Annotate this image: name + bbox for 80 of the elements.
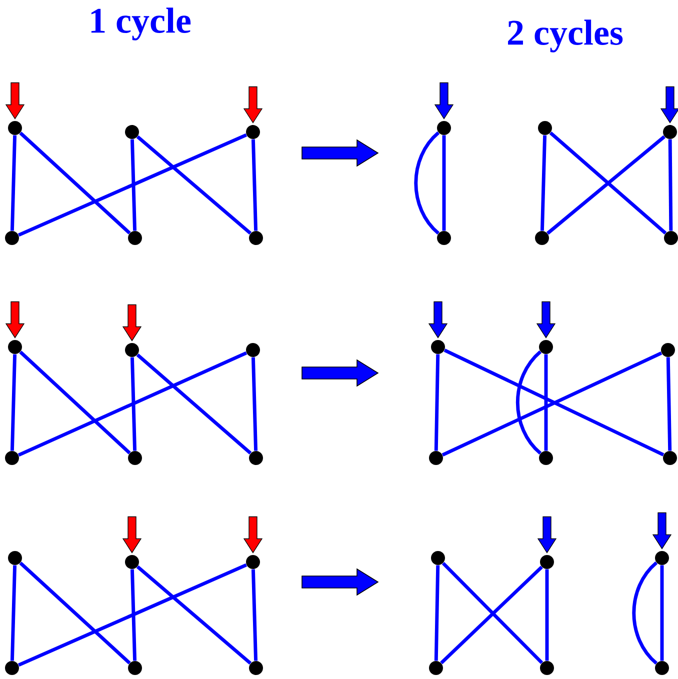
- graph-edge: [18, 133, 248, 237]
- pointer-arrow: [536, 301, 556, 338]
- dot: [5, 451, 19, 465]
- dot: [249, 661, 263, 675]
- graph-edge: [666, 357, 672, 451]
- graph-edge: [668, 139, 673, 231]
- graph-edge: [251, 569, 258, 661]
- graph-edge: [130, 357, 137, 451]
- graph-edge: [130, 139, 137, 231]
- graph-edge: [136, 353, 252, 455]
- pointer-arrow: [243, 86, 263, 124]
- graph-edge: [130, 569, 137, 661]
- graph-edge: [434, 354, 440, 451]
- graph-edge: [18, 563, 248, 667]
- dot: [8, 340, 22, 354]
- graph-edge: [136, 135, 252, 235]
- dot: [128, 661, 142, 675]
- dot: [535, 231, 549, 245]
- graph-edge: [540, 135, 547, 231]
- dot: [249, 451, 263, 465]
- pointer-arrow: [122, 304, 142, 342]
- dot: [5, 231, 19, 245]
- pointer-arrow: [537, 516, 557, 554]
- dot: [246, 125, 260, 139]
- pointer-arrow: [434, 82, 454, 120]
- pointer-arrow: [122, 516, 142, 554]
- dot: [125, 555, 139, 569]
- graph-edge: [19, 132, 131, 234]
- dot: [539, 340, 553, 354]
- dot: [437, 231, 451, 245]
- heading: 2 cycles: [508, 20, 623, 52]
- graph-edge: [10, 354, 17, 451]
- dot: [5, 661, 19, 675]
- pointer-arrow: [652, 512, 672, 550]
- dot: [663, 451, 677, 465]
- dot: [125, 125, 139, 139]
- pointer-arrow: [660, 86, 678, 124]
- dot: [8, 551, 22, 565]
- dot: [540, 661, 554, 675]
- dot: [655, 551, 669, 565]
- dot: [539, 451, 553, 465]
- graph-edge: [10, 565, 17, 661]
- dot: [128, 451, 142, 465]
- graph-edge: [251, 357, 258, 451]
- dot: [125, 343, 139, 357]
- dot: [664, 231, 678, 245]
- graph-edge: [19, 350, 131, 454]
- dot: [249, 231, 263, 245]
- pointer-arrow: [428, 301, 448, 338]
- pointer-arrow: [243, 516, 263, 554]
- graph-edge: [251, 139, 258, 231]
- dot: [655, 661, 669, 675]
- graph-edge: [632, 561, 658, 665]
- dot: [128, 231, 142, 245]
- dot: [429, 661, 443, 675]
- graph-edge: [434, 565, 440, 661]
- graph-edge: [545, 569, 549, 661]
- graph-edge: [136, 565, 252, 665]
- graph-edge: [18, 351, 248, 457]
- graph-edge: [19, 562, 131, 664]
- dot: [663, 125, 677, 139]
- dot: [8, 121, 22, 135]
- dot: [429, 451, 443, 465]
- graph-edge: [660, 565, 664, 661]
- dot: [246, 555, 260, 569]
- graph-edge: [544, 354, 548, 451]
- heading: 1 cycle: [91, 8, 191, 40]
- dot: [437, 121, 451, 135]
- graph-edge: [516, 350, 542, 455]
- dot: [538, 121, 552, 135]
- dot: [246, 343, 260, 357]
- pointer-arrow: [5, 301, 25, 338]
- dot: [431, 340, 445, 354]
- pointer-arrow: [5, 82, 25, 120]
- dot: [431, 551, 445, 565]
- graph-edge: [10, 135, 17, 231]
- graph-edge: [442, 135, 446, 231]
- graph-edge: [414, 131, 440, 235]
- dot: [540, 555, 554, 569]
- dot: [661, 343, 675, 357]
